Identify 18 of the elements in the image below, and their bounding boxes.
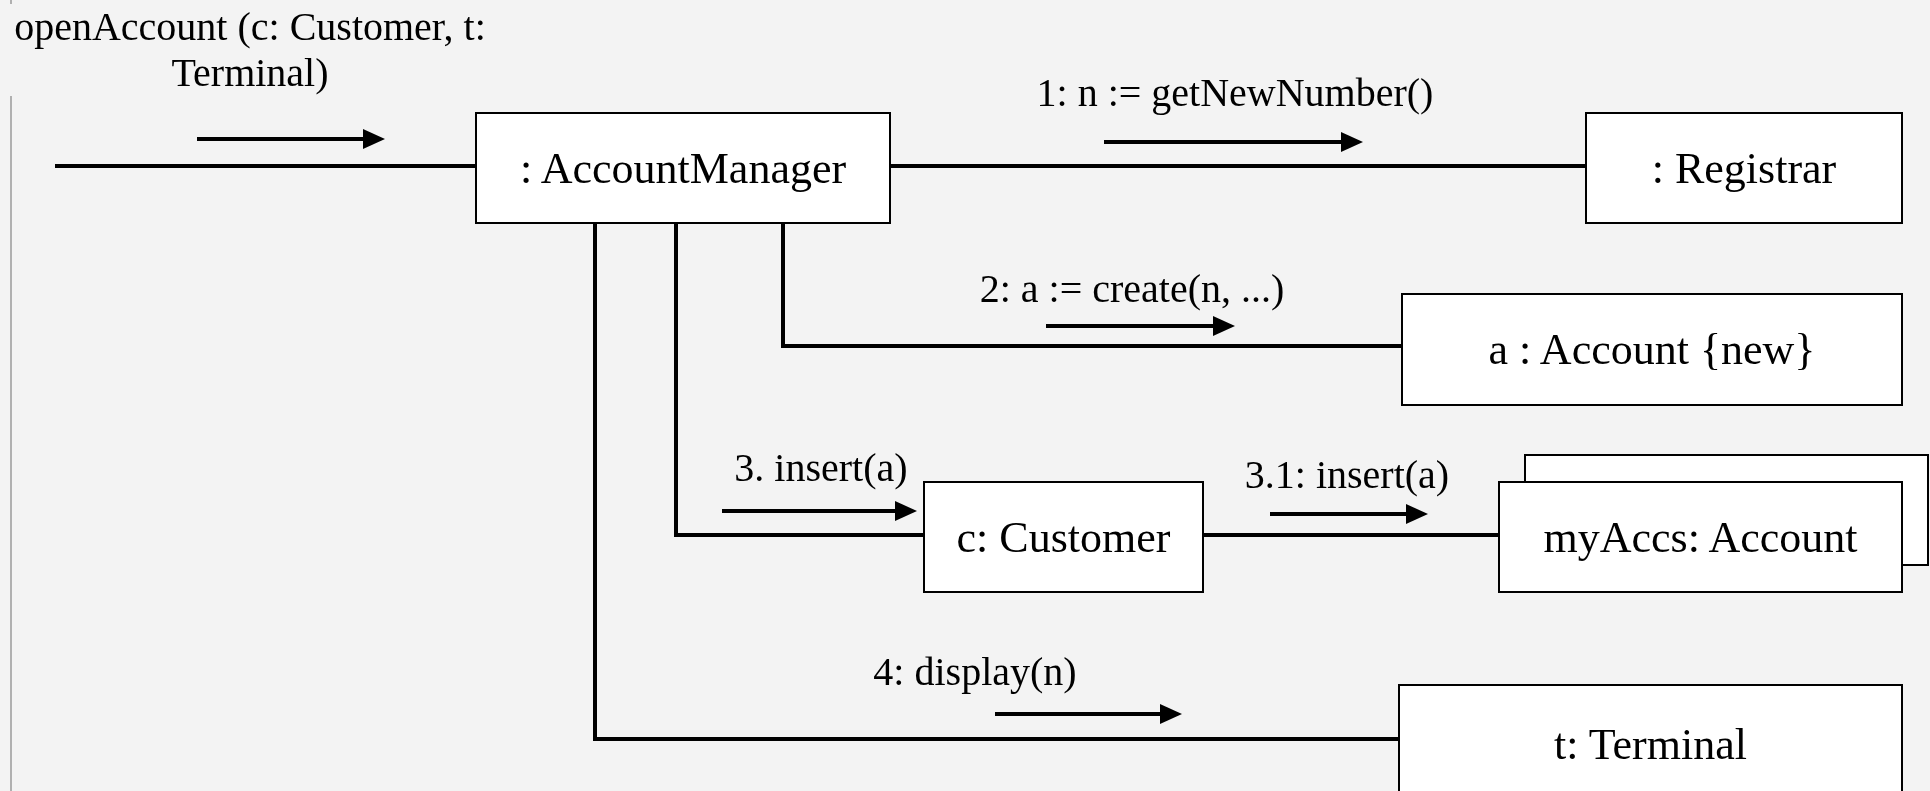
link-line [55,164,475,168]
link-line [593,224,1398,741]
object-name: a : Account {new} [1488,324,1816,376]
object-name: c: Customer [956,511,1171,564]
object-name: : AccountManager [519,142,847,195]
link-line [891,164,1585,168]
object-name: : Registrar [1651,142,1837,195]
object-name: t: Terminal [1554,718,1747,771]
object-box [1398,684,1903,791]
link-line [674,224,923,537]
link-line [1204,533,1498,537]
object-box [1401,293,1903,406]
object-box [475,112,891,224]
object-box [923,481,1204,593]
object-name: myAccs: Account [1543,511,1858,564]
object-box [1585,112,1903,224]
object-box [1498,481,1903,593]
link-line [781,224,1401,348]
